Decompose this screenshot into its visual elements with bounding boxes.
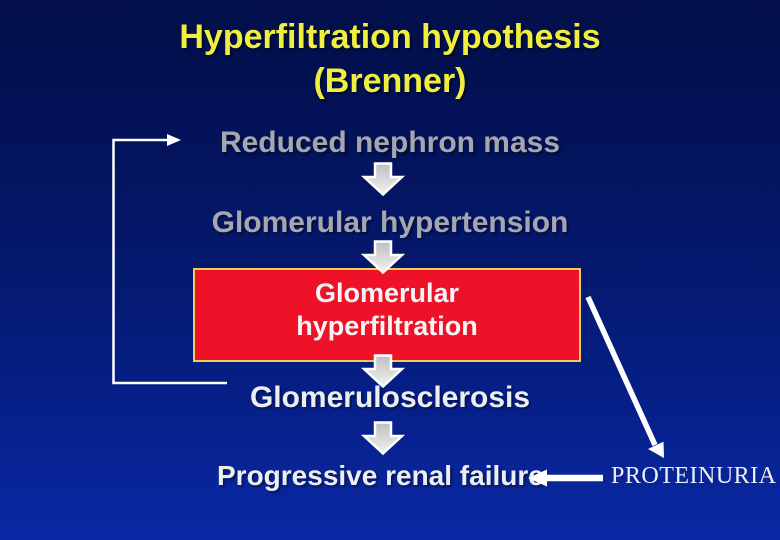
highlight-box-glomerular-hyperfiltration: Glomerular hyperfiltration xyxy=(193,268,581,362)
down-arrow-icon xyxy=(361,162,405,196)
highlight-box-line-2: hyperfiltration xyxy=(296,311,478,341)
highlight-box-line-1: Glomerular xyxy=(314,278,460,308)
flow-step-reduced-nephron-mass: Reduced nephron mass xyxy=(219,126,561,159)
slide-title: Hyperfiltration hypothesis (Brenner) xyxy=(0,15,780,103)
diagonal-arrow-icon xyxy=(585,295,664,458)
flow-step-glomerular-hypertension: Glomerular hypertension xyxy=(211,206,569,239)
down-arrow-icon xyxy=(361,421,405,455)
flow-step-progressive-renal-failure: Progressive renal failure xyxy=(217,460,544,491)
down-arrow-icon xyxy=(361,354,405,388)
down-arrow-icon xyxy=(361,240,405,274)
proteinuria-label: PROTEINURIA xyxy=(611,463,777,489)
slide-title-line-2: (Brenner) xyxy=(313,62,467,100)
flow-step-glomerulosclerosis: Glomerulosclerosis xyxy=(249,381,531,414)
slide-title-line-1: Hyperfiltration hypothesis xyxy=(179,18,601,56)
